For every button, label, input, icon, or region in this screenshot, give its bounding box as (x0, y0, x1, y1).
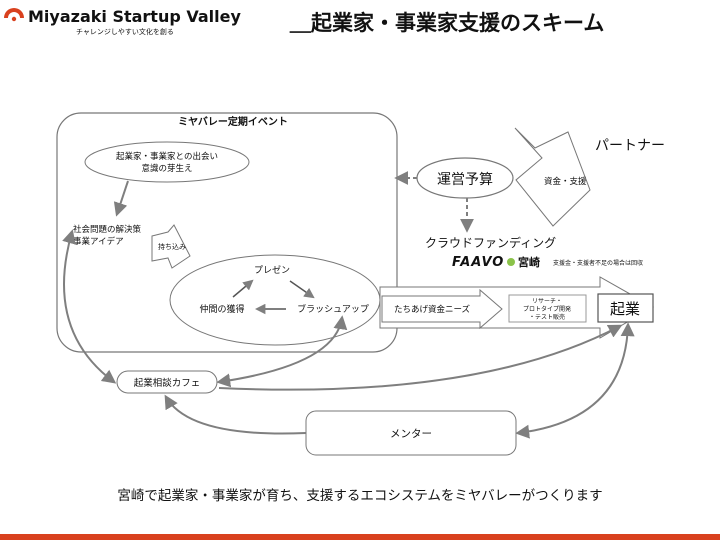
curve-cafe-to-startup (218, 324, 623, 391)
arrow-partners-to-pitch (232, 279, 254, 298)
pitch-label: プレゼン (254, 264, 290, 276)
crowdfunding-label: クラウドファンディング (425, 235, 556, 250)
curve-cafe-to-brushup (216, 315, 348, 388)
bring-in-label: 持ち込み (158, 242, 186, 251)
faavo-dot-icon (507, 258, 515, 266)
funds-support-arrow (514, 127, 591, 227)
footer-caption: 宮崎で起業家・事業家が育ち、支援するエコシステムをミヤバレーがつくります (117, 487, 602, 504)
curve-issue-to-cafe (62, 229, 117, 384)
faavo-logo: FAAVO (452, 255, 504, 270)
curve-mentor-to-cafe (164, 394, 307, 435)
funds-support-label: 資金・支援 (544, 176, 587, 187)
arrow-meeting-to-issue (113, 180, 129, 217)
brand-logo[interactable]: Miyazaki Startup Valley (4, 7, 241, 26)
startup-box (597, 293, 654, 323)
research-label-line2: プロトタイプ開発 (523, 305, 571, 313)
logo-icon (4, 8, 24, 18)
meeting-node (84, 141, 250, 183)
tachiage-label: たちあげ資金ニーズ (394, 304, 471, 315)
cafe-label: 起業相談カフェ (134, 377, 201, 389)
tachiage-arrow (381, 288, 503, 330)
bottom-brand-bar (0, 534, 720, 540)
logo-tagline: チャレンジしやすい文化を創る (76, 27, 174, 36)
research-label-line1: リサーチ・ (532, 298, 562, 305)
partner-label: パートナー (595, 138, 665, 154)
brushup-label: ブラッシュアップ (297, 303, 369, 315)
faavo-city: 宮崎 (518, 255, 540, 269)
issue-label-line2: 事業アイデア (73, 236, 124, 247)
meeting-label-line2: 意識の芽生え (141, 163, 192, 174)
research-box (508, 294, 587, 323)
logo-dot-icon (11, 16, 17, 22)
event-container-label: ミヤバレー定期イベント (178, 115, 288, 128)
partners-gain-label: 仲間の獲得 (199, 303, 244, 315)
faavo-note: 支援金・支援者不足の場合は回収 (553, 259, 643, 267)
bring-in-arrow (151, 224, 191, 269)
research-label-line3: ・テスト販売 (529, 313, 565, 321)
issue-label-line1: 社会問題の解決策 (73, 224, 142, 235)
curve-mentor-to-startup (515, 322, 635, 439)
budget-label: 運営予算 (437, 172, 493, 188)
logo-text: Miyazaki Startup Valley (28, 7, 241, 26)
mentor-label: メンター (390, 428, 432, 440)
startup-label: 起業 (610, 300, 640, 318)
arrow-pitch-to-brushup (289, 280, 315, 299)
meeting-label-line1: 起業家・事業家との出会い (116, 151, 218, 162)
page-title: ＿起業家・事業家支援のスキーム (289, 11, 604, 35)
